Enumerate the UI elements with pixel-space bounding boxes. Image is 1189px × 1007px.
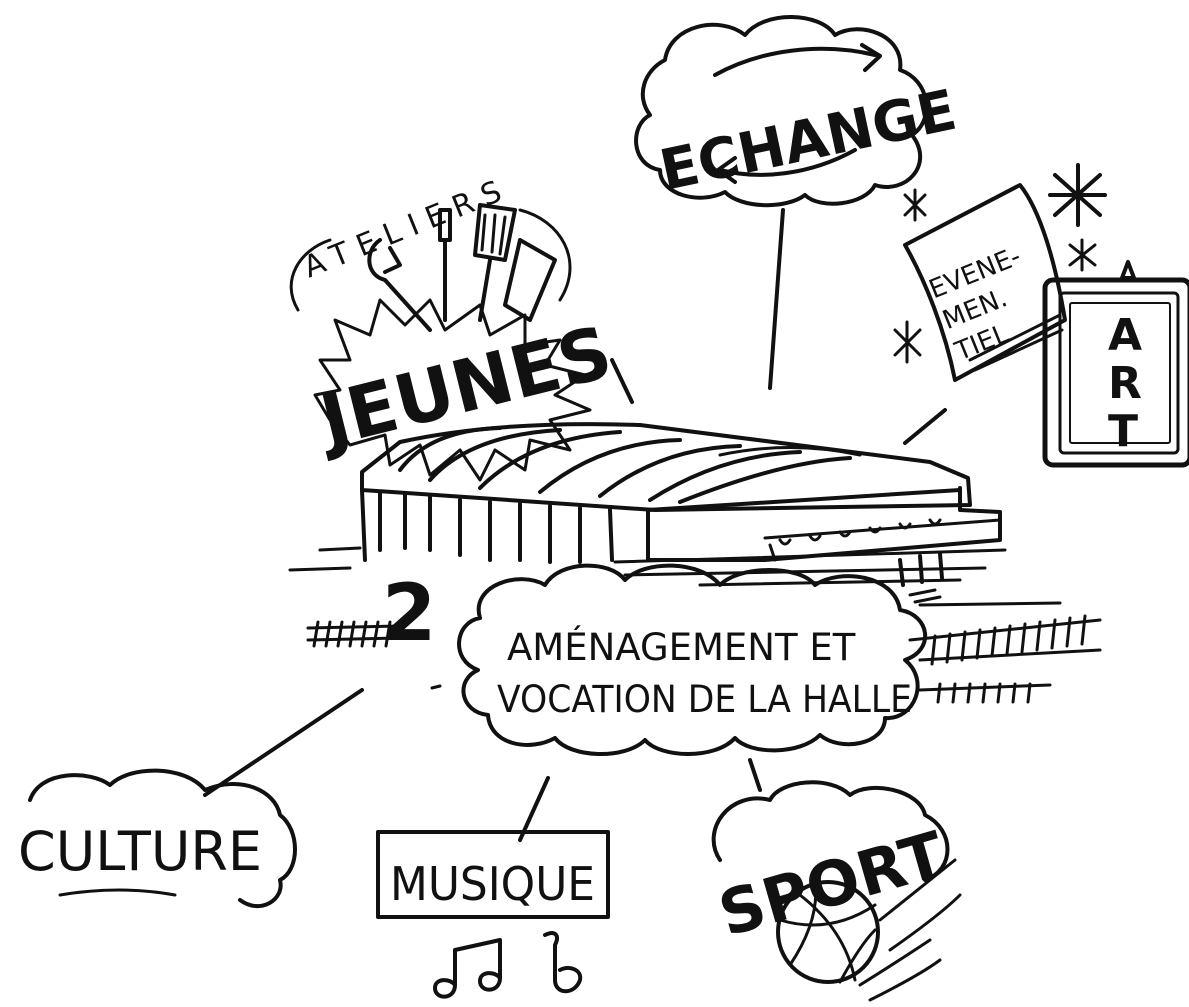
music-note-icon — [433, 938, 502, 999]
art-letter-r: R — [1108, 358, 1142, 409]
central-topic: 2 AMÉNAGEMENT ET VOCATION DE LA HALLE — [382, 563, 927, 757]
connector-echange — [768, 208, 785, 390]
connector-art — [903, 408, 947, 445]
central-title-line1: AMÉNAGEMENT ET — [507, 625, 856, 669]
branch-sport: SPORT — [711, 780, 962, 1002]
branch-art: A R T — [1042, 260, 1189, 468]
star-icon — [1048, 163, 1107, 227]
arrow-cycle-icon — [713, 46, 877, 77]
halle-building-illustration — [288, 422, 1007, 604]
musique-box — [376, 830, 610, 919]
star-icon — [1068, 238, 1097, 272]
musique-label: MUSIQUE — [390, 857, 595, 911]
branch-echange: ECHANGE — [634, 15, 962, 208]
section-number: 2 — [382, 569, 436, 659]
decor-dash — [430, 684, 442, 690]
connector-lines — [203, 208, 947, 842]
branch-musique: MUSIQUE — [376, 830, 610, 999]
branch-echange-label: ECHANGE — [654, 78, 962, 204]
music-note-icon — [543, 931, 583, 994]
star-icon — [903, 188, 927, 222]
frame-icon — [1042, 277, 1189, 468]
star-icon — [893, 320, 922, 364]
connector-culture — [203, 688, 364, 797]
art-letter-t: T — [1108, 406, 1138, 457]
screwdriver-icon — [438, 208, 452, 322]
basketball-icon — [776, 880, 880, 984]
wrench-icon — [367, 238, 432, 332]
central-title-line2: VOCATION DE LA HALLE — [497, 678, 912, 721]
culture-label: CULTURE — [18, 820, 262, 883]
connector-musique — [518, 776, 550, 842]
connector-sport — [748, 758, 762, 792]
connector-jeunes — [610, 358, 634, 404]
art-letter-a: A — [1108, 310, 1142, 361]
branch-culture: CULTURE — [18, 768, 297, 908]
branch-evenementiel: EVENE- MEN. TIEL — [893, 163, 1107, 382]
comb-icon — [503, 238, 557, 322]
rail-tracks — [306, 601, 1102, 704]
